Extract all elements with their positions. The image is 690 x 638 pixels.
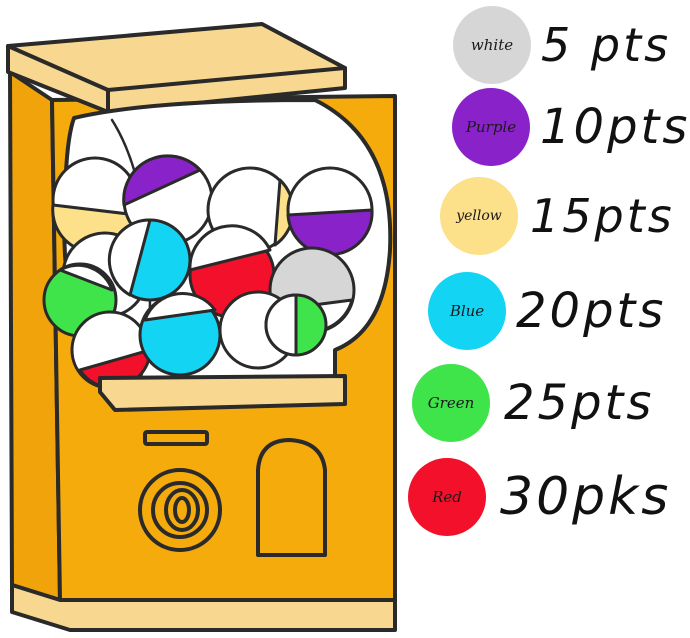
dispense-door xyxy=(256,438,327,557)
yellow-swatch: yellow xyxy=(440,177,518,255)
legend-row-blue: Blue 20pts xyxy=(428,272,666,350)
legend-points: 10pts xyxy=(540,99,690,155)
legend-label: Blue xyxy=(449,302,485,320)
legend-row-green: Green 25pts xyxy=(412,364,654,442)
legend-row-purple: Purple 10pts xyxy=(452,88,690,166)
legend-points: 15pts xyxy=(530,189,675,243)
legend-label: Red xyxy=(432,488,462,506)
legend-points: 30pks xyxy=(500,467,672,527)
green-swatch: Green xyxy=(412,364,490,442)
legend-label: Green xyxy=(427,394,475,412)
machine-base xyxy=(10,583,397,632)
legend-row-red: Red 30pks xyxy=(408,458,671,536)
legend-label: Purple xyxy=(465,118,517,136)
legend-label: white xyxy=(470,36,514,54)
blue-swatch: Blue xyxy=(428,272,506,350)
coin-slot xyxy=(143,430,209,446)
gumballs xyxy=(42,154,374,390)
legend-label: yellow xyxy=(456,208,502,224)
legend-row-yellow: yellow 15pts xyxy=(440,177,675,255)
purple-swatch: Purple xyxy=(452,88,530,166)
legend-points: 20pts xyxy=(516,283,667,339)
white-swatch: white xyxy=(453,6,531,84)
gumball-machine-illustration xyxy=(6,22,397,632)
legend-points: 5 pts xyxy=(541,18,672,72)
legend-row-white: white 5 pts xyxy=(453,6,671,84)
coin-dial-icon xyxy=(138,468,222,552)
red-swatch: Red xyxy=(408,458,486,536)
machine-lid xyxy=(6,22,347,114)
legend-points: 25pts xyxy=(504,375,655,431)
machine-ledge xyxy=(98,374,347,412)
